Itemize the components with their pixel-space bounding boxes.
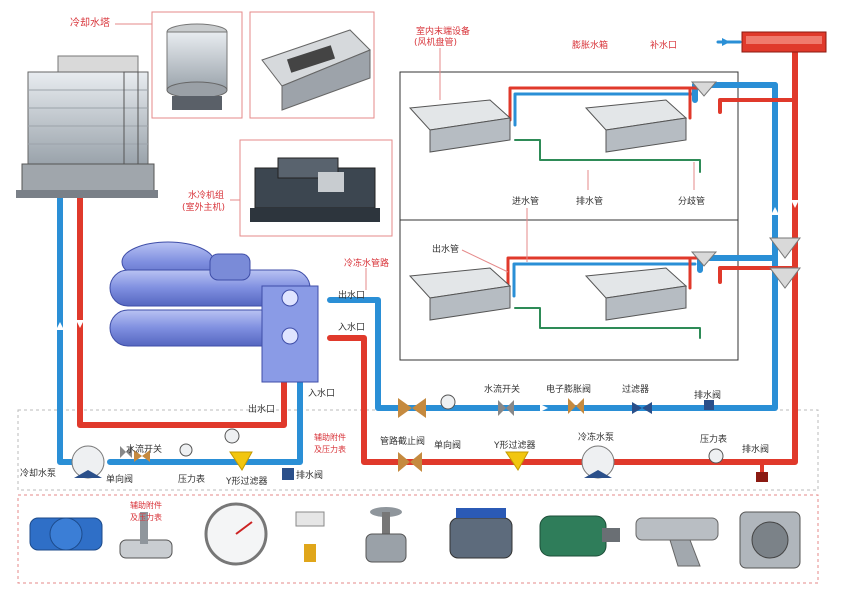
label-pressure-gauge-right: 压力表: [700, 433, 727, 445]
label-cooling-water-pump: 冷却水泵: [20, 467, 56, 479]
makeup-valve-icon: [722, 38, 730, 46]
diagram-labels: 冷却水塔 室内末端设备 (风机盘管) 膨胀水箱 补水口 水冷机组 (室外主机) …: [20, 16, 769, 522]
tee-strainer-icon: [739, 511, 801, 569]
label-auxiliary-note-top: 辅助附件: [314, 432, 346, 442]
label-check-valve-left: 单向阀: [106, 473, 133, 485]
label-drain-valve-top: 排水阀: [694, 389, 721, 401]
gate-valve-photo-icon: [365, 507, 407, 563]
y-strainer-icon: [229, 451, 529, 471]
terminal-room-frame: [399, 71, 739, 361]
tower-base: [21, 163, 155, 195]
label-supply-pipe: 进水管: [512, 195, 539, 207]
drain-valve-top-icon: [704, 400, 714, 410]
label-flow-switch-right: 水流开关: [484, 383, 520, 395]
label-water-chiller: 水冷机组: [188, 189, 224, 201]
lower-drain-line: [514, 307, 701, 339]
flow-switch-icon: [120, 400, 514, 458]
label-makeup-water: 补水口: [650, 39, 677, 51]
expansion-tank-water: [746, 36, 822, 44]
label-flow-switch-left: 水流开关: [126, 443, 162, 455]
tower-body: [27, 71, 149, 165]
divider-pipe-icon: [690, 81, 801, 289]
fan-coil-unit-2: [584, 99, 688, 153]
fan-coil-icon: [408, 99, 688, 321]
pump-icon: [71, 445, 615, 479]
gauge-icon: [179, 394, 724, 464]
butterfly-valve-photo-icon: [449, 508, 513, 559]
label-cooling-tower: 冷却水塔: [70, 16, 110, 29]
fan-coil-unit-1: [408, 99, 512, 153]
pressure-reducer-icon: [119, 512, 173, 559]
label-pressure-gauge-left: 压力表: [178, 473, 205, 485]
y-strainer-photo-icon: [635, 517, 719, 567]
drain-valve-left-icon: [282, 468, 294, 480]
label-divider-pipe: 分歧管: [678, 195, 705, 207]
valve-icon: [134, 398, 652, 472]
lower-blue-distribution: [512, 262, 697, 298]
upper-drain-line: [514, 139, 701, 173]
drain-valve-right-icon: [756, 472, 768, 482]
flow-arrows: [56, 200, 799, 412]
fan-coil-photo-icon: [261, 29, 371, 111]
pressure-gauge-photo-icon: [204, 502, 268, 566]
arrow-up-left: [56, 322, 64, 330]
fan-coil-unit-3: [408, 267, 512, 321]
label-auxiliary-note-bottom: 辅助附件: [130, 500, 162, 510]
cooling-tower-photo-icon: [166, 23, 228, 110]
arrow-down-red-left: [76, 320, 84, 328]
label-outlet-bottom: 出水口: [248, 403, 275, 415]
cooling-tower-icon: [16, 55, 158, 198]
label-outlet-top: 出水口: [338, 289, 365, 301]
lower-red-distribution: [506, 256, 702, 292]
return-to-upper-branch-pipe: [718, 98, 797, 114]
label-auxiliary-note-bottom2: 及压力表: [130, 512, 162, 522]
label-inlet-bottom: 入水口: [308, 387, 335, 399]
tower-fan-cap: [57, 55, 139, 73]
compressor-icon: [109, 241, 319, 383]
label-inlet-top: 入水口: [338, 321, 365, 333]
label-y-strainer-right: Y形过滤器: [493, 439, 536, 451]
chilled-water-return-pipe: [327, 57, 798, 465]
label-y-strainer-left: Y形过滤器: [225, 475, 268, 487]
arrow-up-right-blue: [771, 207, 779, 215]
label-expansion-tank: 膨胀水箱: [572, 39, 608, 51]
label-drain-valve-bottom: 排水阀: [742, 443, 769, 455]
label-pipe-shutoff-valve: 管路截止阀: [380, 435, 425, 447]
label-check-valve-right: 单向阀: [434, 439, 461, 451]
label-water-chiller-sub: (室外主机): [182, 201, 225, 213]
arrow-down-right-red: [791, 200, 799, 208]
label-terminal-equipment-sub: (风机盘管): [414, 36, 457, 48]
upper-red-distribution: [508, 86, 702, 122]
arrow-right-bottom: [540, 404, 548, 412]
motor-icon: [539, 515, 620, 557]
upper-dashed-frame: [17, 409, 819, 491]
leader-lines: [115, 23, 695, 290]
check-valve-icon: [29, 517, 103, 551]
chiller-unit-icon: [250, 157, 380, 222]
label-drain-pipe: 排水管: [576, 195, 603, 207]
label-chilled-water-pipe: 冷冻水管路: [344, 257, 389, 269]
label-filter: 过滤器: [622, 383, 649, 395]
fan-coil-unit-4: [584, 267, 688, 321]
label-terminal-equipment: 室内末端设备: [416, 25, 470, 37]
upper-blue-distribution: [513, 92, 697, 127]
label-chilled-water-pump: 冷冻水泵: [578, 431, 614, 443]
tower-platform: [16, 190, 158, 198]
flow-switch-photo-icon: [295, 511, 325, 562]
label-outlet-pipe: 出水管: [432, 243, 459, 255]
label-drain-valve-left: 排水阀: [296, 469, 323, 481]
label-auxiliary-note-top2: 及压力表: [314, 444, 346, 454]
accessory-row: [29, 502, 801, 569]
label-electronic-expansion-valve: 电子膨胀阀: [546, 383, 591, 395]
cooling-water-return-pipe: [77, 187, 287, 428]
